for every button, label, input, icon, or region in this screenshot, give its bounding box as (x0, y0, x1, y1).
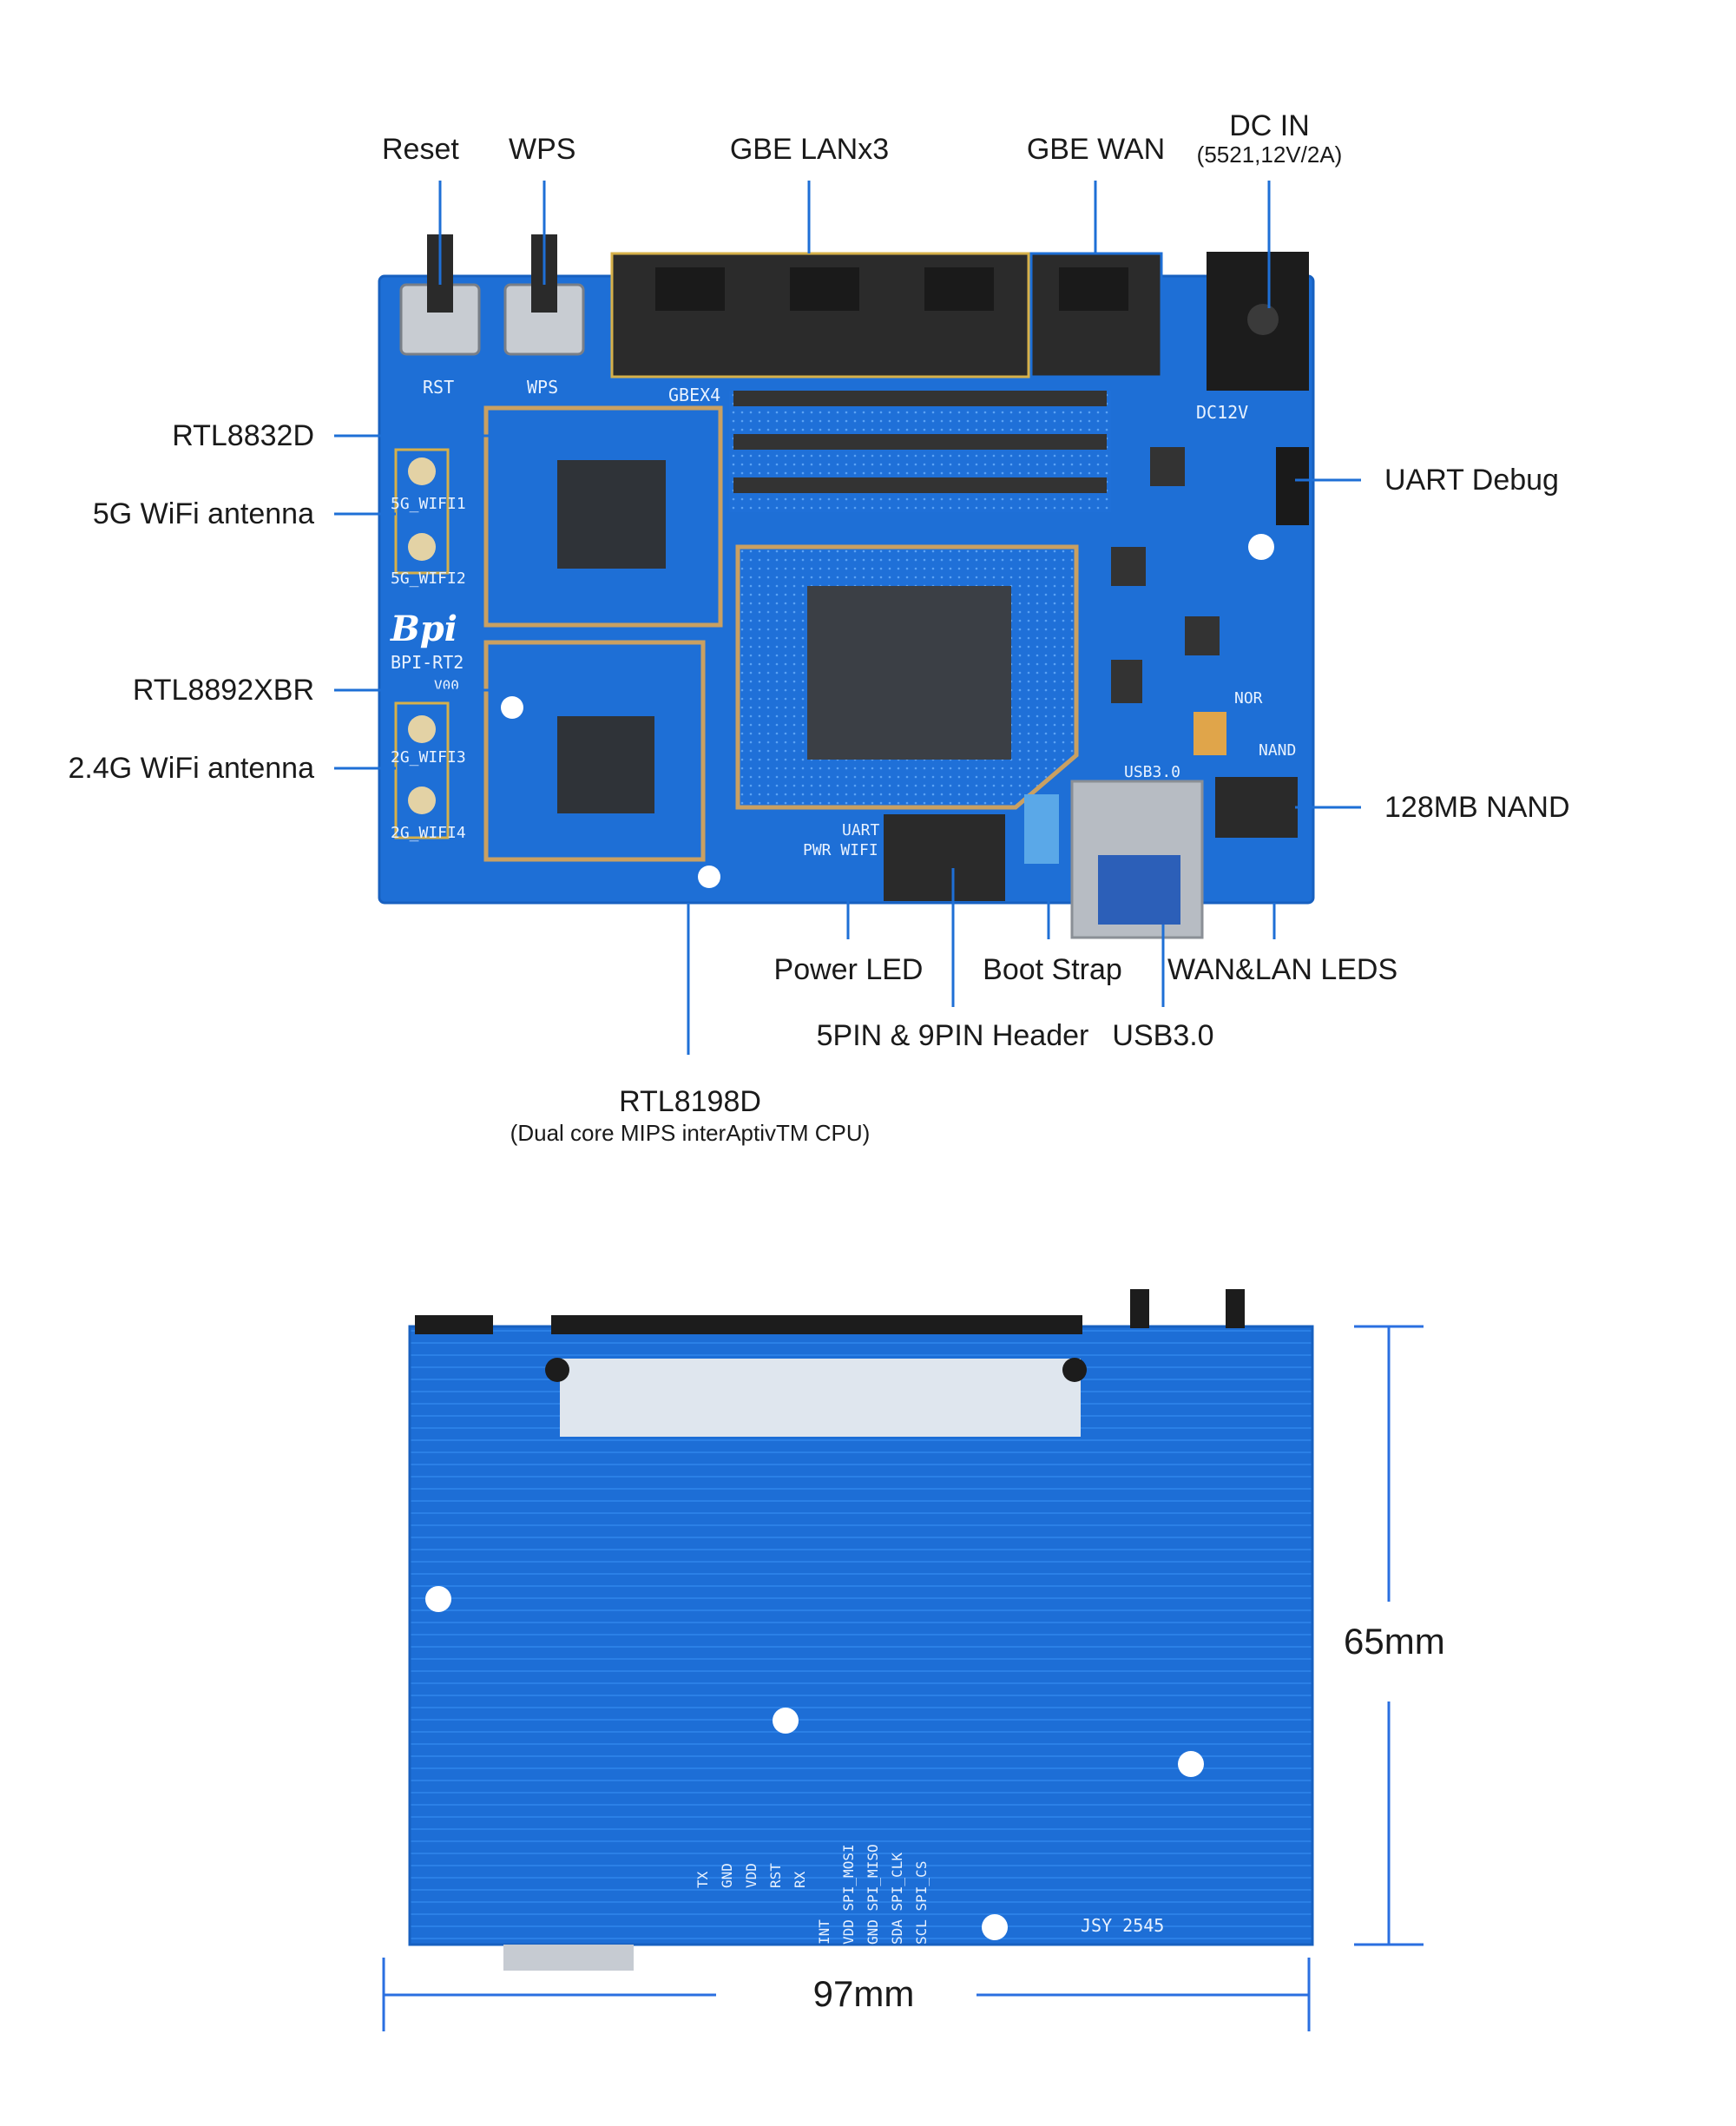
silk-wifi4: 2G_WIFI4 (391, 824, 466, 842)
label-5g-antenna: 5G WiFi antenna (92, 497, 314, 530)
label-wps: WPS (509, 133, 576, 166)
dimension-lines (382, 1325, 1424, 2031)
silk-rst: RST (423, 377, 454, 398)
label-gbe-lan: GBE LANx3 (729, 133, 890, 166)
label-boot-strap: Boot Strap (983, 953, 1122, 986)
bottom-board (408, 1289, 1314, 1971)
silk-spi-clk: SDA SPI_CLK (889, 1853, 905, 1945)
silk-spi-int: INT (816, 1919, 832, 1945)
silk-board-code: JSY 2545 (1081, 1915, 1164, 1936)
label-rtl8832d: RTL8832D (172, 419, 314, 452)
label-wan-lan-leds: WAN&LAN LEDS (1167, 953, 1398, 986)
top-board (378, 234, 1315, 939)
silk-nor: NOR (1234, 689, 1263, 708)
silk-model: BPI-RT2 (391, 652, 464, 673)
silk-pin-gnd: GND (719, 1863, 735, 1888)
silk-pwr-wifi: PWR WIFI (803, 841, 878, 859)
silk-spi-mosi: VDD SPI_MOSI (840, 1844, 857, 1945)
top-silkscreen: RST WPS GBEX4 DC12V 5G_WIFI1 5G_WIFI2 2G… (390, 377, 1296, 859)
silk-wifi2: 5G_WIFI2 (391, 569, 466, 588)
silk-gbex4: GBEX4 (668, 385, 720, 405)
silk-uart: UART (842, 821, 880, 839)
label-24g-antenna: 2.4G WiFi antenna (68, 752, 314, 785)
label-usb3: USB3.0 (1112, 1019, 1214, 1052)
label-rtl8892xbr: RTL8892XBR (132, 674, 314, 707)
silk-pin-vdd: VDD (743, 1863, 760, 1888)
label-dc-in-spec: (5521,12V/2A) (1196, 142, 1343, 168)
silk-usb30: USB3.0 (1124, 763, 1180, 781)
label-gbe-wan: GBE WAN (1026, 133, 1166, 166)
silk-wifi1: 5G_WIFI1 (391, 495, 466, 513)
silk-pin-rx: RX (792, 1871, 808, 1888)
dimension-width: 97mm (812, 1973, 915, 2014)
silk-pin-rst: RST (767, 1863, 784, 1888)
label-power-led: Power LED (773, 953, 924, 986)
silk-spi-cs: SCL SPI_CS (913, 1861, 930, 1945)
silk-wifi3: 2G_WIFI3 (391, 748, 466, 767)
label-cpu: RTL8198D (619, 1085, 761, 1118)
dimension-height: 65mm (1344, 1621, 1445, 1662)
silk-nand: NAND (1259, 741, 1296, 760)
silk-dc12v: DC12V (1196, 402, 1248, 423)
label-cpu-desc: (Dual core MIPS interAptivTM CPU) (510, 1120, 871, 1146)
silk-logo: Bpi (390, 609, 457, 649)
leader-lines (334, 181, 1361, 1055)
silk-pin-tx: TX (694, 1871, 711, 1888)
label-nand: 128MB NAND (1384, 791, 1570, 824)
silk-spi-miso: GND SPI_MISO (865, 1844, 881, 1945)
silk-wps: WPS (527, 377, 558, 398)
label-uart-debug: UART Debug (1384, 464, 1559, 497)
label-dc-in: DC IN (1229, 109, 1310, 142)
label-header: 5PIN & 9PIN Header (816, 1019, 1089, 1052)
bottom-silkscreen: TX GND VDD RST RX INT VDD SPI_MOSI GND S… (694, 1844, 1164, 1945)
label-reset: Reset (382, 133, 459, 166)
